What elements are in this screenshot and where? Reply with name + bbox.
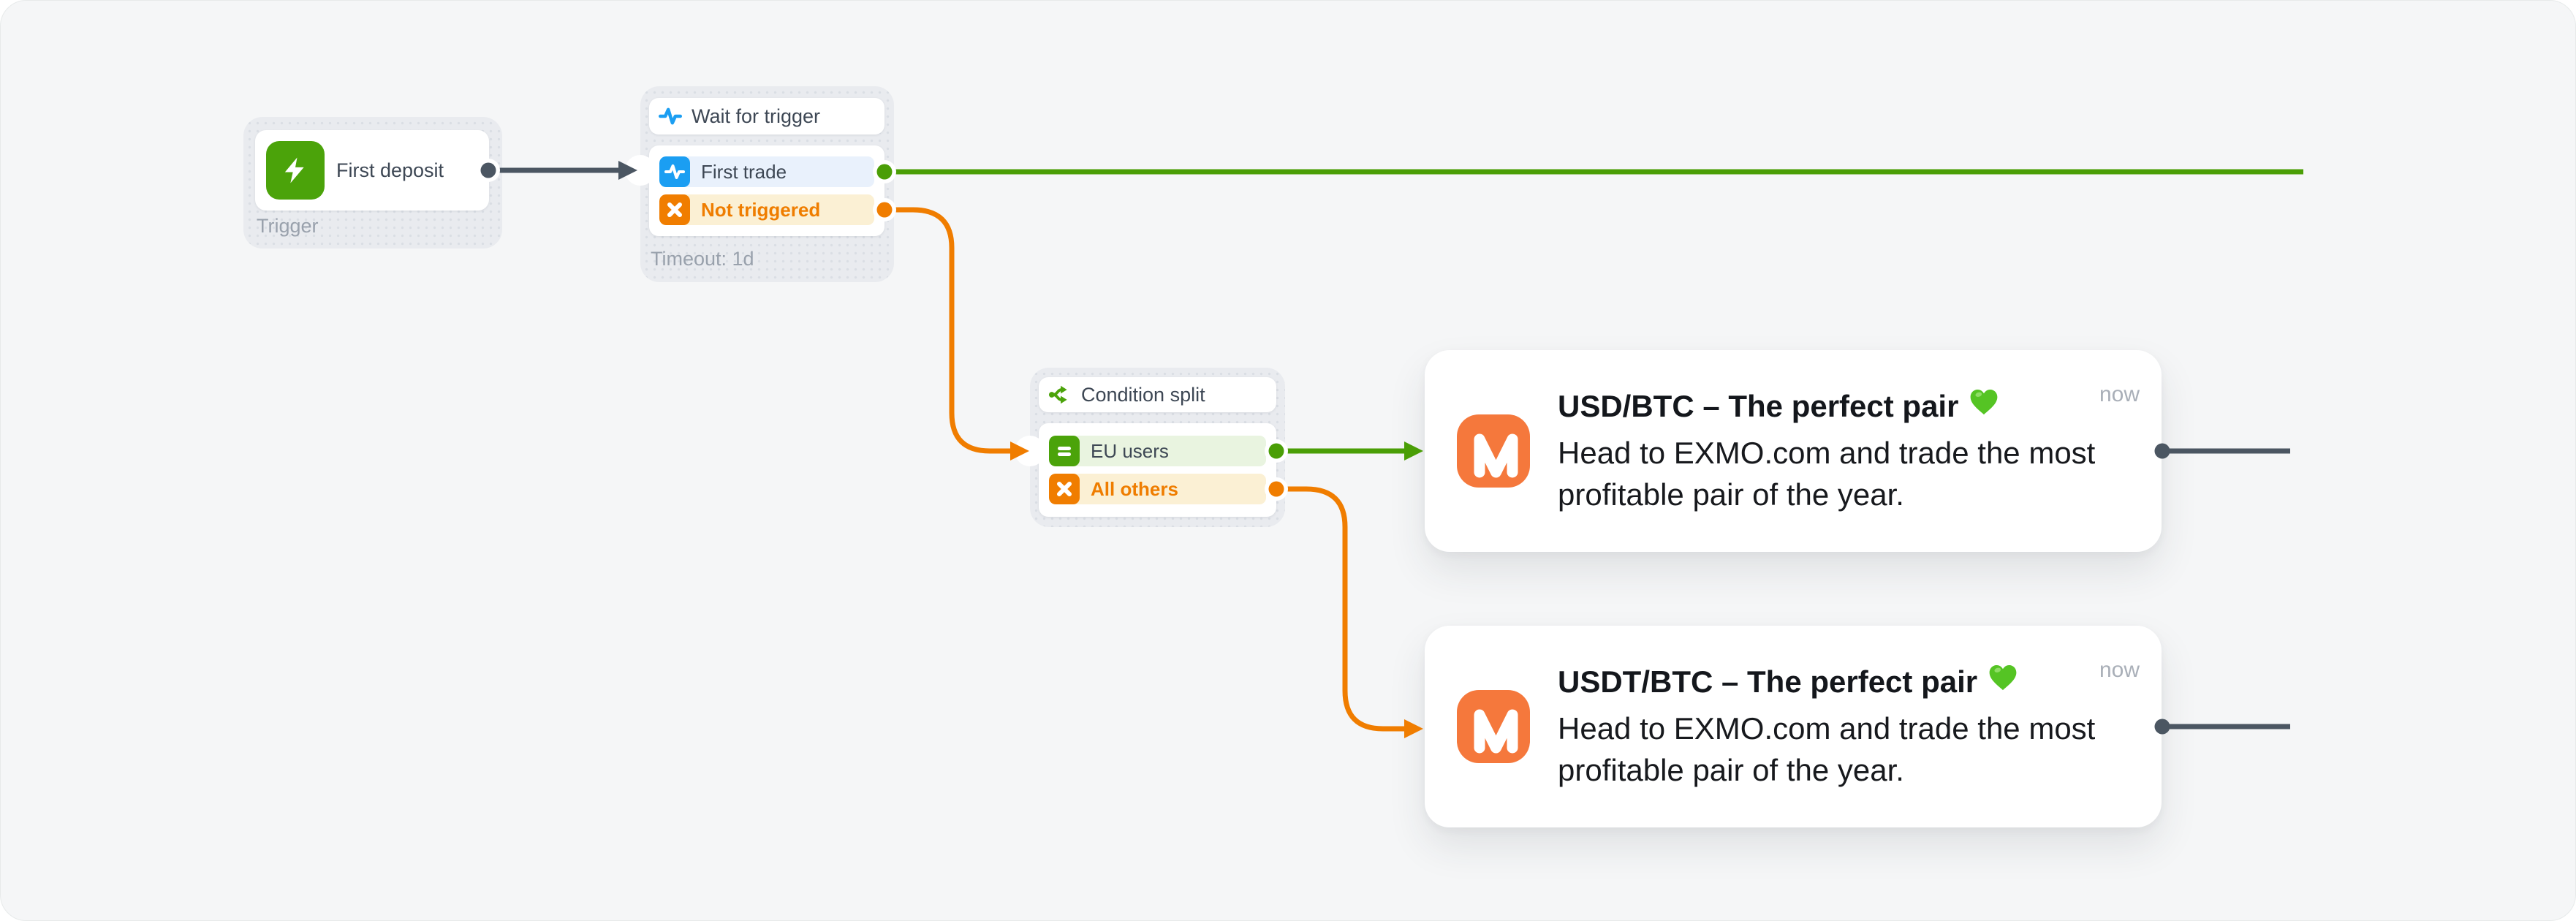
trigger-type-label: Trigger — [257, 215, 319, 237]
x-icon — [659, 194, 690, 225]
push-message-card-usdt-btc[interactable]: USDT/BTC – The perfect pair Head to EXMO… — [1425, 626, 2162, 827]
trigger-node-card[interactable]: First deposit — [255, 130, 489, 211]
branch-not-triggered-label: Not triggered — [701, 198, 821, 221]
trigger-node[interactable]: First deposit Trigger — [243, 117, 502, 249]
trigger-node-title: First deposit — [336, 159, 444, 181]
pulse-icon — [659, 105, 682, 128]
port-all-others-output[interactable] — [1268, 481, 1284, 497]
branch-all-others-label: All others — [1091, 477, 1178, 500]
branch-first-trade-label: First trade — [701, 160, 787, 183]
mindbox-m-logo-icon — [1457, 414, 1530, 488]
green-heart-emoji — [1988, 662, 2018, 702]
condition-split-node[interactable]: Condition split EU users All others — [1030, 368, 1285, 527]
wait-timeout-label: Timeout: 1d — [651, 248, 754, 270]
port-trigger-output[interactable] — [480, 162, 496, 178]
green-heart-emoji — [1969, 387, 1999, 426]
x-icon — [1049, 474, 1080, 504]
mindbox-m-logo-icon — [1457, 690, 1530, 763]
port-message1-output[interactable] — [2154, 443, 2170, 459]
split-node-branches: EU users All others — [1039, 423, 1276, 517]
split-node-title: Condition split — [1081, 383, 1205, 406]
branch-not-triggered[interactable]: Not triggered — [659, 194, 874, 225]
wait-node-branches: First trade Not triggered — [649, 145, 884, 236]
branch-eu-users-label: EU users — [1091, 439, 1169, 462]
message-title: USDT/BTC – The perfect pair — [1558, 664, 1978, 699]
branch-first-trade[interactable]: First trade — [659, 156, 874, 187]
port-not-triggered-output[interactable] — [876, 202, 893, 218]
wait-for-trigger-node[interactable]: Wait for trigger First trade Not trigger… — [640, 86, 894, 282]
message-timestamp: now — [2099, 382, 2140, 406]
split-icon — [1048, 383, 1072, 406]
wait-node-header[interactable]: Wait for trigger — [649, 98, 884, 134]
port-first-trade-output[interactable] — [876, 164, 893, 180]
lightning-icon — [266, 141, 325, 200]
push-message-card-usd-btc[interactable]: USD/BTC – The perfect pair Head to EXMO.… — [1425, 350, 2162, 552]
message-body: Head to EXMO.com and trade the most prof… — [1558, 711, 2096, 787]
branch-all-others[interactable]: All others — [1049, 474, 1266, 504]
equals-icon — [1049, 436, 1080, 466]
port-eu-users-output[interactable] — [1268, 443, 1284, 459]
split-node-header[interactable]: Condition split — [1039, 377, 1276, 412]
branch-eu-users[interactable]: EU users — [1049, 436, 1266, 466]
message-body: Head to EXMO.com and trade the most prof… — [1558, 436, 2096, 512]
pulse-icon — [659, 156, 690, 187]
port-message2-output[interactable] — [2154, 719, 2170, 735]
message-timestamp: now — [2099, 658, 2140, 682]
wait-node-title: Wait for trigger — [692, 105, 821, 127]
message-title: USD/BTC – The perfect pair — [1558, 389, 1959, 423]
